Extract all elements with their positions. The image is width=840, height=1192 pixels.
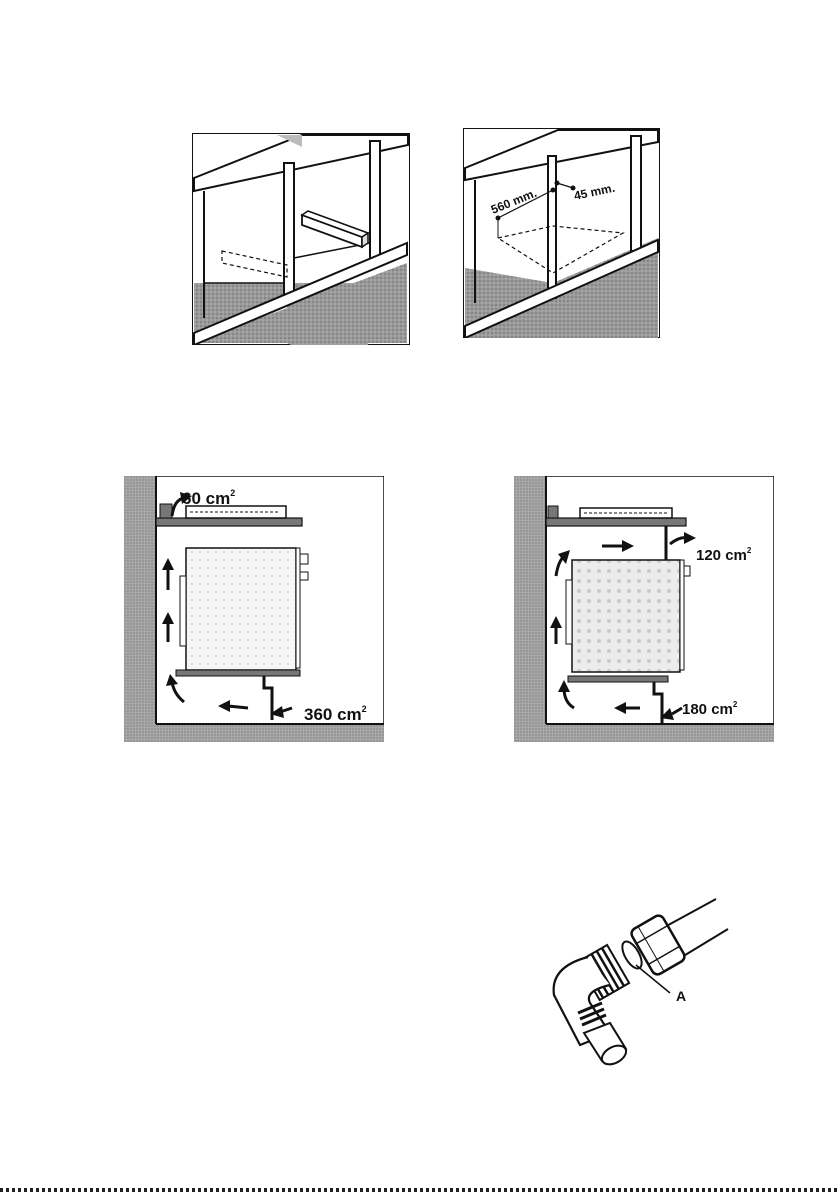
figure-hose-fitting: A — [540, 895, 730, 1070]
svg-text:360 cm2: 360 cm2 — [304, 704, 367, 724]
svg-text:180 cm2: 180 cm2 — [682, 700, 738, 718]
svg-text:60 cm2: 60 cm2 — [182, 488, 235, 508]
vent-side-exp: 2 — [747, 546, 752, 555]
vent-side-label: 120 cm — [696, 547, 747, 564]
vent-bottom-exp: 2 — [362, 704, 367, 714]
vent-top-label: 60 cm — [182, 489, 230, 508]
vent-bottom-label-2: 180 cm — [682, 701, 733, 718]
vent-bottom-label: 360 cm — [304, 705, 362, 724]
part-a-label: A — [676, 988, 686, 1004]
figure-ventilation-side-bottom: 120 cm2 180 cm2 — [514, 476, 774, 742]
vent-bottom-exp-2: 2 — [733, 700, 738, 709]
page-bottom-edge — [0, 1188, 840, 1192]
figure-cabinet-battens — [192, 133, 410, 345]
vent-top-exp: 2 — [230, 488, 235, 498]
figure-cabinet-dimensions: 560 mm. 45 mm. — [463, 128, 660, 338]
svg-text:120 cm2: 120 cm2 — [696, 546, 752, 564]
figure-ventilation-top-bottom: 60 cm2 360 cm2 — [124, 476, 384, 742]
